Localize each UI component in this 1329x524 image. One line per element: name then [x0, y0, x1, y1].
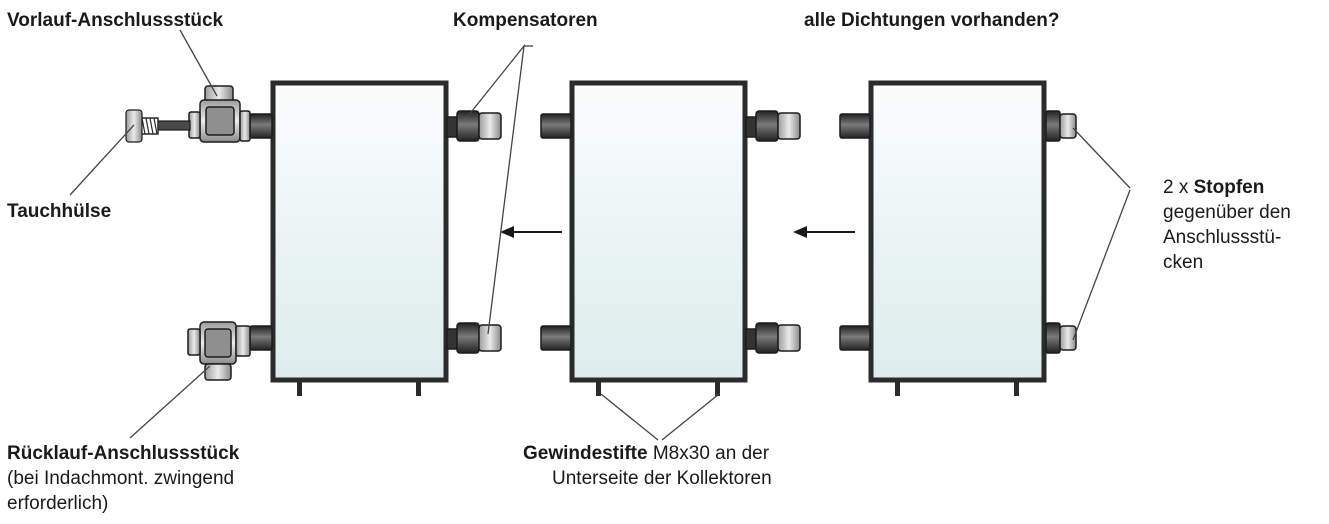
vorlauf-fitting	[188, 85, 251, 143]
arrow-left-icon	[500, 226, 562, 238]
stopfen-line3: Anschlussstü-	[1163, 227, 1282, 248]
ruecklauf-fitting	[187, 321, 251, 381]
threaded-pin	[416, 380, 421, 396]
stopfen-line2: gegenüber den	[1163, 202, 1291, 223]
leader-lines	[69, 29, 1131, 441]
collector-panel-2	[569, 80, 748, 396]
compensator-fittings	[446, 110, 801, 354]
gewindestifte-line2: Unterseite der Kollektoren	[552, 468, 772, 489]
threaded-pin	[297, 380, 302, 396]
threaded-pin	[715, 380, 720, 396]
threaded-pin	[596, 380, 601, 396]
stub-pipes	[249, 113, 871, 351]
dichtungen-label: alle Dichtungen vorhanden?	[804, 10, 1060, 31]
kompensatoren-label: Kompensatoren	[453, 10, 598, 31]
ruecklauf-label: Rücklauf-Anschlussstück	[7, 443, 240, 464]
ruecklauf-line3: erforderlich)	[7, 493, 109, 514]
tauchhuelse-label: Tauchhülse	[7, 201, 112, 222]
threaded-pin	[1014, 380, 1019, 396]
collector-panel-3	[868, 80, 1047, 396]
threaded-pin	[895, 380, 900, 396]
sleeve-sensor	[125, 109, 191, 143]
plug-fittings	[1045, 110, 1077, 354]
vorlauf-label: Vorlauf-Anschlussstück	[7, 10, 224, 31]
stopfen-label: 2 x Stopfen	[1163, 177, 1265, 198]
arrow-left-icon	[793, 226, 855, 238]
collector-panel-1	[270, 80, 449, 396]
stopfen-line4: cken	[1163, 252, 1204, 273]
ruecklauf-line2: (bei Indachmont. zwingend	[7, 468, 235, 489]
gewindestifte-label: Gewindestifte M8x30 an der	[523, 443, 770, 464]
